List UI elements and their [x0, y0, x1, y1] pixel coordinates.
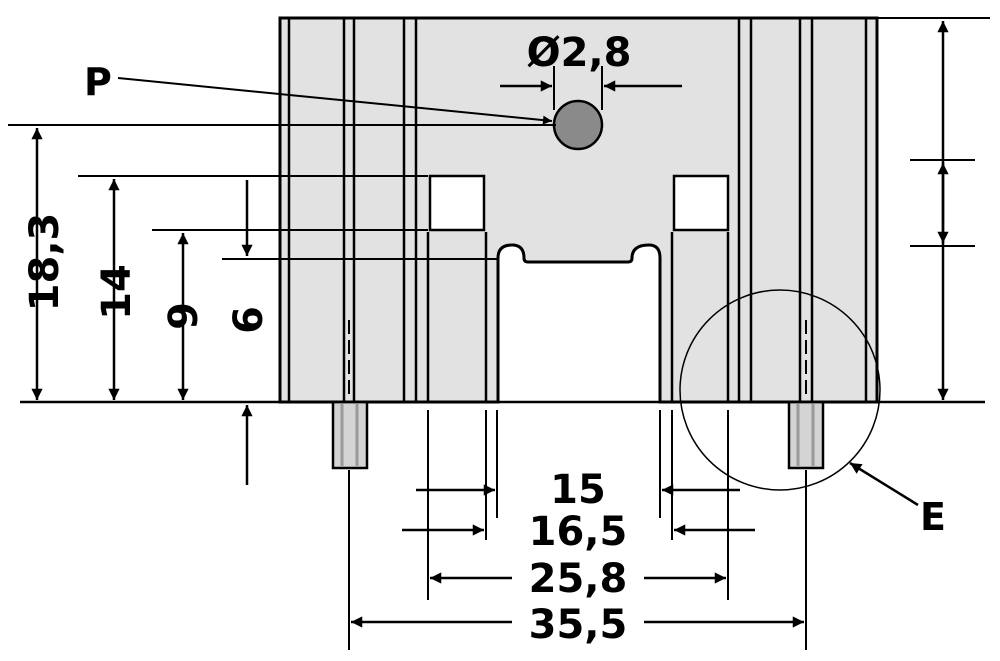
- label-p: P: [84, 60, 112, 104]
- extension-lines-left: [8, 124, 556, 260]
- leader-p: [117, 77, 553, 125]
- dim-hole-diameter-lines: [553, 66, 603, 110]
- square-window-right: [672, 174, 730, 232]
- pin-centerlines: [348, 320, 807, 400]
- extension-lines-right: [877, 17, 990, 247]
- dim-text-35-5: 35,5: [529, 602, 628, 648]
- dim-text-14: 14: [94, 264, 140, 320]
- dim-text-18-3: 18,3: [22, 213, 68, 312]
- dim-text-15: 15: [550, 467, 606, 513]
- dim-text-25-8: 25,8: [529, 556, 628, 602]
- mounting-hole: [552, 99, 604, 151]
- dim-text-6: 6: [226, 306, 272, 334]
- square-window-left: [428, 174, 486, 232]
- label-e: E: [920, 495, 946, 539]
- dim-text-hole-diameter: Ø2,8: [527, 30, 632, 76]
- pin-left: [331, 400, 369, 470]
- pin-right: [787, 400, 825, 470]
- dim-text-16-5: 16,5: [529, 509, 628, 555]
- detail-circle-e: [679, 289, 881, 491]
- leader-e: [849, 461, 919, 507]
- dim-text-9: 9: [161, 302, 207, 330]
- extension-lines-bottom: [348, 410, 807, 650]
